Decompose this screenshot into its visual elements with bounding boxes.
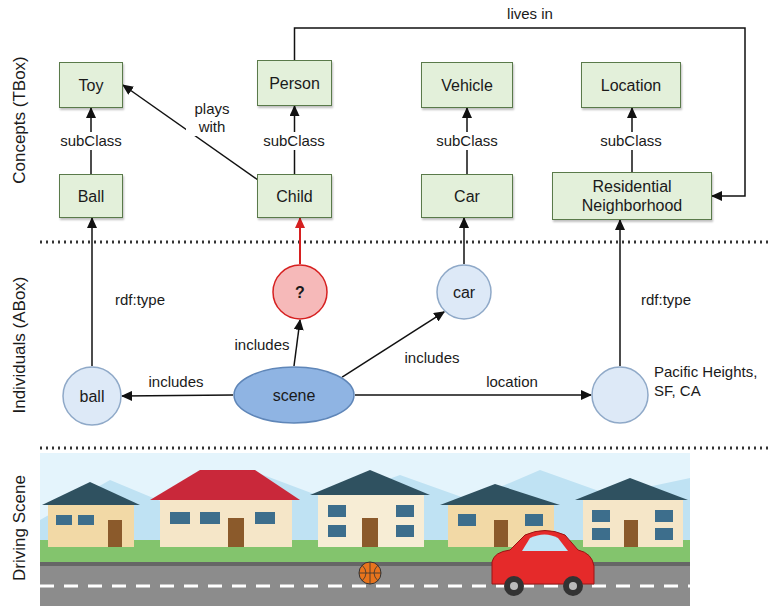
section-label: Concepts (TBox) <box>10 56 30 184</box>
section-label: Driving Scene <box>10 475 30 581</box>
connector-arrow <box>123 85 258 180</box>
section-label: Individuals (ABox) <box>10 276 30 413</box>
node-label: car <box>453 283 475 302</box>
connector-arrow <box>299 218 301 264</box>
concept-box: Ball <box>59 174 123 218</box>
concept-box: Location <box>581 62 681 108</box>
concept-box: Vehicle <box>421 62 513 108</box>
scene-ellipse: scene <box>233 366 355 424</box>
section-divider <box>40 241 771 244</box>
edge-label: rdf:type <box>639 291 693 309</box>
edge-label: includes <box>402 349 461 367</box>
node-label: Car <box>454 187 480 206</box>
individual-circle: car <box>436 264 492 320</box>
edge-label: subClass <box>598 132 664 150</box>
concept-box: Child <box>257 174 332 218</box>
connector-arrow <box>122 395 233 396</box>
red-unknown-circle: ? <box>272 264 328 320</box>
edge-label: includes <box>232 336 291 354</box>
node-outline <box>591 366 649 424</box>
individual-circle: ball <box>62 366 122 426</box>
connector-arrow <box>355 394 591 396</box>
node-label: Child <box>276 187 312 206</box>
section-divider <box>40 447 771 450</box>
edge-label: rdf:type <box>113 291 167 309</box>
node-label: scene <box>273 386 316 405</box>
connector-arrow <box>295 28 746 196</box>
concept-box: Person <box>257 60 332 106</box>
connector-arrow <box>342 312 444 377</box>
edge-label: lives in <box>505 5 555 23</box>
connector-arrow <box>463 218 465 264</box>
scene-picture <box>40 453 690 606</box>
node-label: Ball <box>78 187 105 206</box>
edge-label: subClass <box>434 132 500 150</box>
edge-label: subClass <box>261 132 327 150</box>
node-label: Pacific Heights, SF, CA <box>654 362 764 400</box>
edge-label: subClass <box>58 132 124 150</box>
node-label: Toy <box>79 76 104 95</box>
edge-label: includes <box>146 373 205 391</box>
node-label: Vehicle <box>441 76 493 95</box>
connector-arrow <box>91 218 93 366</box>
node-label: ? <box>295 283 305 302</box>
node-label: Person <box>269 74 320 93</box>
concept-box: Car <box>421 174 513 218</box>
location-circle: Pacific Heights, SF, CA <box>591 366 649 424</box>
edge-label: plays with <box>186 100 238 136</box>
edge-label: location <box>484 373 540 391</box>
node-label: ball <box>80 387 105 406</box>
node-label: Location <box>601 76 662 95</box>
concept-box: Toy <box>59 62 123 108</box>
connector-arrow <box>294 320 300 366</box>
concept-box: Residential Neighborhood <box>552 172 712 220</box>
node-label: Residential Neighborhood <box>553 177 711 215</box>
connector-arrow <box>619 220 621 366</box>
